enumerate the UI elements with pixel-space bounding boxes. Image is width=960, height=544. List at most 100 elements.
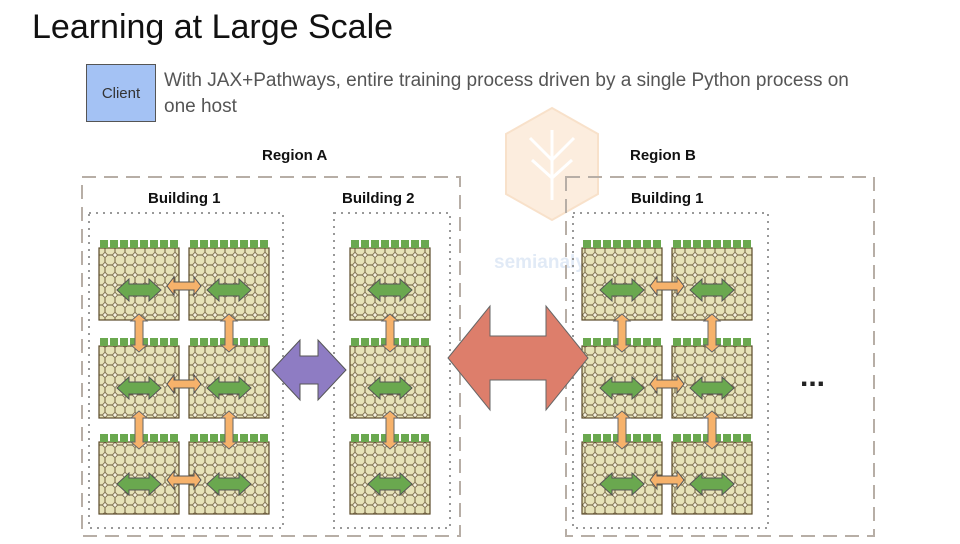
host-block: [643, 434, 651, 442]
host-block: [723, 434, 731, 442]
region-a-building-1-label: Building 1: [148, 190, 221, 207]
tpu-pod: [188, 434, 270, 515]
host-block: [220, 434, 228, 442]
host-block: [250, 434, 258, 442]
host-block: [411, 240, 419, 248]
host-block: [713, 240, 721, 248]
tpu-pod: [581, 338, 663, 419]
host-block: [361, 240, 369, 248]
host-block: [603, 338, 611, 346]
pod-link-arrow: [166, 469, 202, 491]
host-block: [100, 434, 108, 442]
host-block: [733, 338, 741, 346]
host-block: [623, 434, 631, 442]
tpu-pod: [349, 338, 431, 419]
host-block: [703, 240, 711, 248]
host-block: [683, 240, 691, 248]
pod-link-arrow: [380, 313, 400, 353]
host-block: [210, 240, 218, 248]
host-block: [401, 434, 409, 442]
host-block: [160, 338, 168, 346]
pod-link-arrow: [649, 469, 685, 491]
host-block: [130, 240, 138, 248]
host-block: [160, 240, 168, 248]
host-block: [603, 434, 611, 442]
host-block: [703, 338, 711, 346]
description-text: With JAX+Pathways, entire training proce…: [164, 70, 849, 117]
host-block: [723, 240, 731, 248]
host-block: [140, 240, 148, 248]
host-block: [170, 240, 178, 248]
intra-pod-link-arrow: [206, 375, 252, 401]
tpu-pod: [581, 434, 663, 515]
tpu-pod: [581, 240, 663, 321]
host-block: [733, 434, 741, 442]
tpu-pod: [98, 338, 180, 419]
tpu-pod: [349, 240, 431, 321]
host-block: [120, 240, 128, 248]
pod-link-arrow: [219, 313, 239, 353]
host-block: [633, 434, 641, 442]
host-block: [351, 240, 359, 248]
host-block: [150, 338, 158, 346]
host-block: [240, 434, 248, 442]
tpu-pod: [188, 338, 270, 419]
host-block: [703, 434, 711, 442]
host-block: [623, 240, 631, 248]
host-block: [150, 240, 158, 248]
intra-pod-link-arrow: [689, 471, 735, 497]
host-block: [723, 338, 731, 346]
slide-title: Learning at Large Scale: [32, 8, 394, 46]
host-block: [401, 240, 409, 248]
host-block: [140, 434, 148, 442]
more-regions-ellipsis: ...: [800, 360, 825, 393]
host-block: [593, 240, 601, 248]
host-block: [361, 434, 369, 442]
pod-link-arrow: [166, 373, 202, 395]
host-block: [170, 434, 178, 442]
host-block: [603, 240, 611, 248]
tpu-pod: [671, 240, 753, 321]
host-block: [170, 338, 178, 346]
host-block: [653, 240, 661, 248]
host-block: [250, 338, 258, 346]
host-block: [190, 240, 198, 248]
host-block: [381, 240, 389, 248]
intra-pod-link-arrow: [116, 471, 162, 497]
host-block: [110, 338, 118, 346]
host-block: [130, 434, 138, 442]
host-block: [381, 434, 389, 442]
host-block: [240, 338, 248, 346]
intra-pod-link-arrow: [116, 375, 162, 401]
host-block: [371, 240, 379, 248]
host-block: [733, 240, 741, 248]
host-block: [411, 434, 419, 442]
intra-pod-link-arrow: [367, 471, 413, 497]
host-block: [643, 240, 651, 248]
tpu-pod: [188, 240, 270, 321]
pod-link-arrow: [649, 373, 685, 395]
host-block: [250, 240, 258, 248]
building-link-arrow: [271, 338, 347, 402]
pod-link-arrow: [166, 275, 202, 297]
host-block: [110, 240, 118, 248]
region-link-arrow: [447, 304, 589, 412]
host-block: [713, 338, 721, 346]
host-block: [673, 338, 681, 346]
host-block: [673, 434, 681, 442]
host-block: [673, 240, 681, 248]
pod-link-arrow: [380, 410, 400, 450]
host-block: [401, 338, 409, 346]
host-block: [120, 434, 128, 442]
pod-link-arrow: [129, 410, 149, 450]
host-block: [351, 434, 359, 442]
host-block: [120, 338, 128, 346]
region-b-building-1-label: Building 1: [631, 190, 704, 207]
host-block: [693, 338, 701, 346]
intra-pod-link-arrow: [599, 471, 645, 497]
intra-pod-link-arrow: [116, 277, 162, 303]
host-block: [230, 434, 238, 442]
host-block: [150, 434, 158, 442]
region-a-building-2-box: [333, 212, 451, 529]
